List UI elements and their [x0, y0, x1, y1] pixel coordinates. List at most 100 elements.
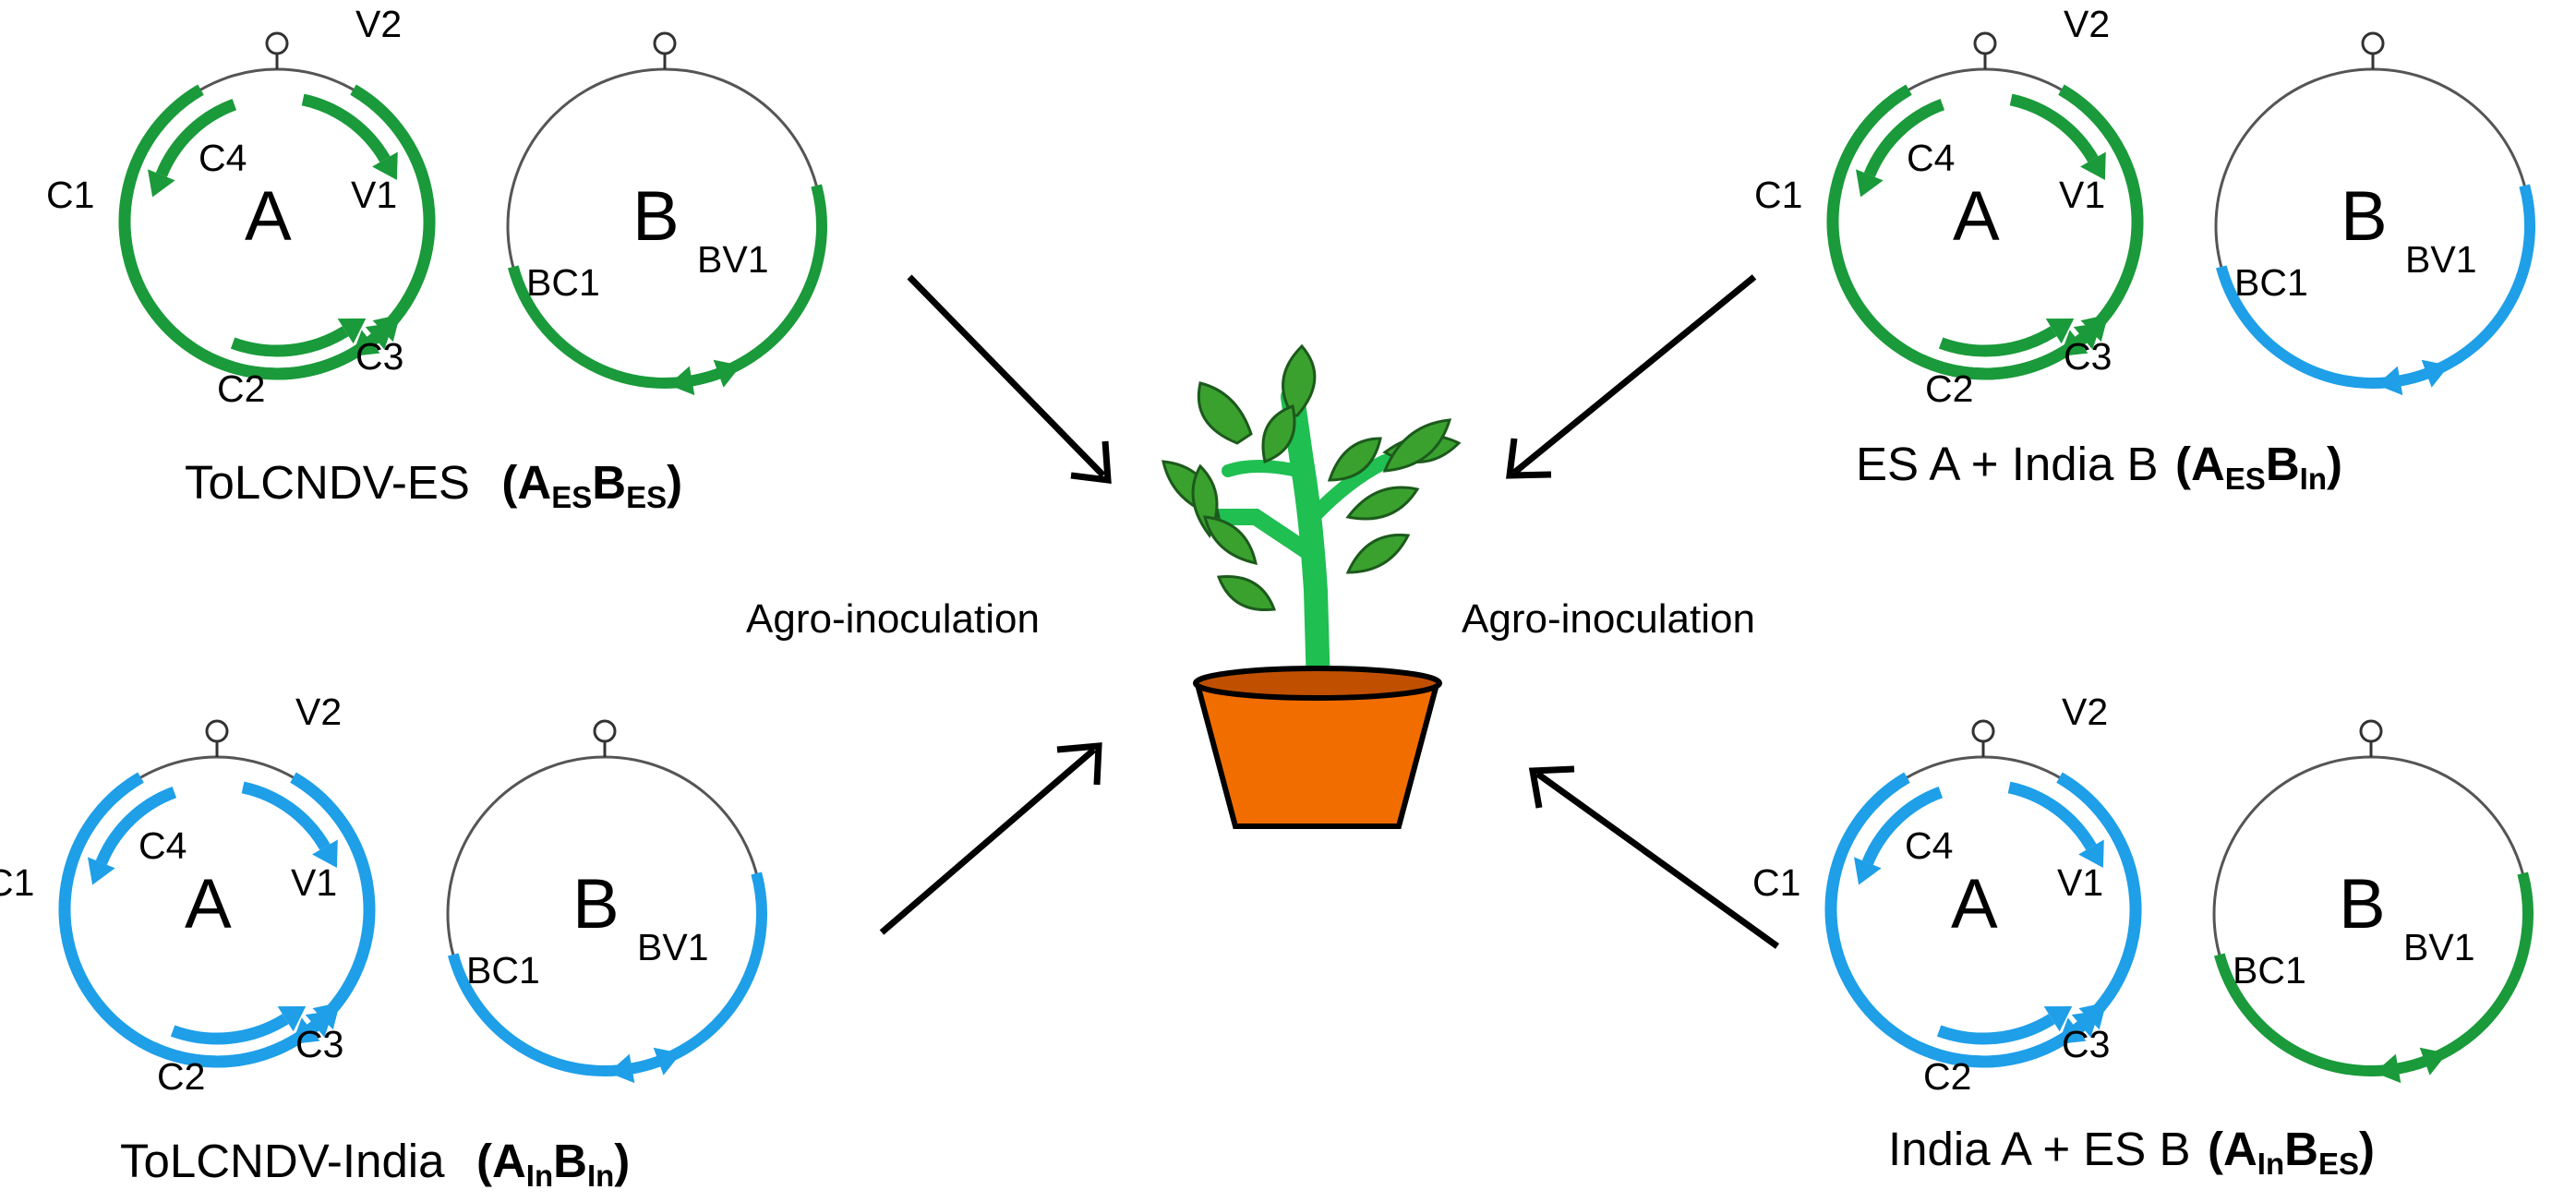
label-v1: V1	[351, 174, 397, 216]
caption-text: ES A + India B	[1856, 438, 2159, 490]
label-c4: C4	[138, 824, 187, 867]
arrow-top-left	[907, 274, 1106, 478]
plant-stem-branch	[1306, 454, 1392, 524]
hairpin-loop-icon	[265, 31, 289, 55]
hairpin-loop-icon	[2359, 719, 2383, 743]
label-c3: C3	[295, 1023, 343, 1065]
label-bc1: BC1	[466, 949, 540, 992]
gene-arrowhead	[2043, 1005, 2073, 1032]
gene-arc	[95, 787, 177, 865]
gene-arrowhead	[312, 1002, 341, 1030]
arrow-bottom-left-head	[1056, 742, 1102, 786]
label-c4: C4	[199, 137, 247, 179]
gene-arc	[155, 99, 237, 177]
gene-arc	[2009, 93, 2099, 162]
gene-arc	[1863, 99, 1945, 177]
label-bv1: BV1	[697, 238, 769, 281]
plant-pot-icon	[1162, 343, 1462, 829]
pot-rim	[1193, 666, 1442, 701]
gene-arc	[631, 871, 767, 1075]
hairpin-loop-icon	[1971, 719, 1995, 743]
gene-arc	[1938, 326, 2057, 357]
gene-arc	[290, 772, 376, 1035]
dna-b-circle: B BC1 BV1	[446, 719, 767, 1084]
dna-a-letter: A	[1953, 177, 2000, 256]
label-bv1: BV1	[2405, 238, 2477, 281]
hairpin-loop-icon	[593, 719, 617, 743]
gene-arc	[1916, 1015, 2094, 1068]
pot-body	[1195, 685, 1439, 829]
dna-b-circle: B BC1 BV1	[2212, 719, 2534, 1084]
agro-label-right: Agro-inoculation	[1462, 596, 1755, 642]
arrow-bottom-right-head	[1528, 765, 1575, 809]
gene-arrowhead	[372, 151, 398, 181]
label-v2: V2	[2064, 3, 2110, 45]
label-bc1: BC1	[2233, 949, 2306, 992]
label-c2: C2	[1925, 367, 1973, 410]
gene-arc	[170, 1014, 289, 1045]
dna-a-letter: A	[1951, 865, 1998, 944]
label-v2: V2	[2062, 691, 2108, 733]
label-c1: C1	[1754, 174, 1802, 216]
dna-b-circle: B BC1 BV1	[2214, 31, 2535, 396]
caption-es-es: ToLCNDV-ES (AESBES)	[185, 456, 682, 514]
hairpin-loop-icon	[1973, 31, 1997, 55]
gene-arrowhead	[1853, 857, 1882, 885]
dna-b-letter: B	[632, 177, 680, 256]
gene-arc	[230, 326, 349, 357]
gene-arc	[2397, 871, 2534, 1075]
gene-arrowhead	[2080, 151, 2106, 181]
gene-arrowhead	[2374, 1053, 2401, 1084]
hairpin-loop-icon	[653, 31, 677, 55]
gene-arc	[150, 1015, 328, 1068]
arrow-top-left-head	[1070, 440, 1112, 485]
label-c4: C4	[1907, 137, 1955, 179]
caption-text: India A + ES B	[1888, 1123, 2191, 1175]
gene-arrowhead	[2078, 839, 2104, 869]
label-v2: V2	[355, 3, 402, 45]
gene-arc	[2058, 84, 2144, 347]
label-v1: V1	[2057, 861, 2103, 904]
caption-text: ToLCNDV-India	[120, 1135, 445, 1187]
gene-arrowhead	[2376, 366, 2403, 396]
gene-arc	[691, 184, 827, 387]
label-c3: C3	[2062, 1023, 2110, 1065]
label-bc1: BC1	[2234, 261, 2308, 304]
arrow-bottom-left	[879, 747, 1097, 935]
label-c3: C3	[2064, 335, 2112, 378]
plant-leaves	[1162, 343, 1462, 612]
gene-arrowhead	[277, 1005, 307, 1032]
label-bv1: BV1	[637, 926, 709, 968]
gene-arrowhead	[668, 366, 695, 396]
gene-arc	[301, 93, 391, 162]
hairpin-loop-icon	[205, 719, 229, 743]
gene-arrowhead	[147, 169, 175, 198]
dna-b-circle: B BC1 BV1	[506, 31, 827, 396]
label-v2: V2	[295, 691, 342, 733]
gene-arrowhead	[372, 314, 401, 343]
dna-b-letter: B	[2341, 177, 2388, 256]
dna-b-letter: B	[2339, 865, 2386, 944]
label-c2: C2	[217, 367, 265, 410]
gene-arrowhead	[2045, 318, 2075, 344]
label-c2: C2	[1923, 1055, 1971, 1098]
dna-b-letter: B	[572, 865, 620, 944]
gene-arc	[2056, 772, 2142, 1035]
gene-arc	[2007, 781, 2097, 850]
arrows	[879, 274, 1780, 949]
plant-stem-branch	[1210, 509, 1319, 562]
gene-arc	[1918, 327, 2096, 380]
caption-in-es: India A + ES B (AInBES)	[1888, 1123, 2375, 1181]
hairpin-loop-icon	[2361, 31, 2385, 55]
label-v1: V1	[2059, 174, 2105, 216]
label-bv1: BV1	[2403, 926, 2475, 968]
label-bc1: BC1	[526, 261, 600, 304]
arrow-bottom-right	[1535, 771, 1780, 949]
